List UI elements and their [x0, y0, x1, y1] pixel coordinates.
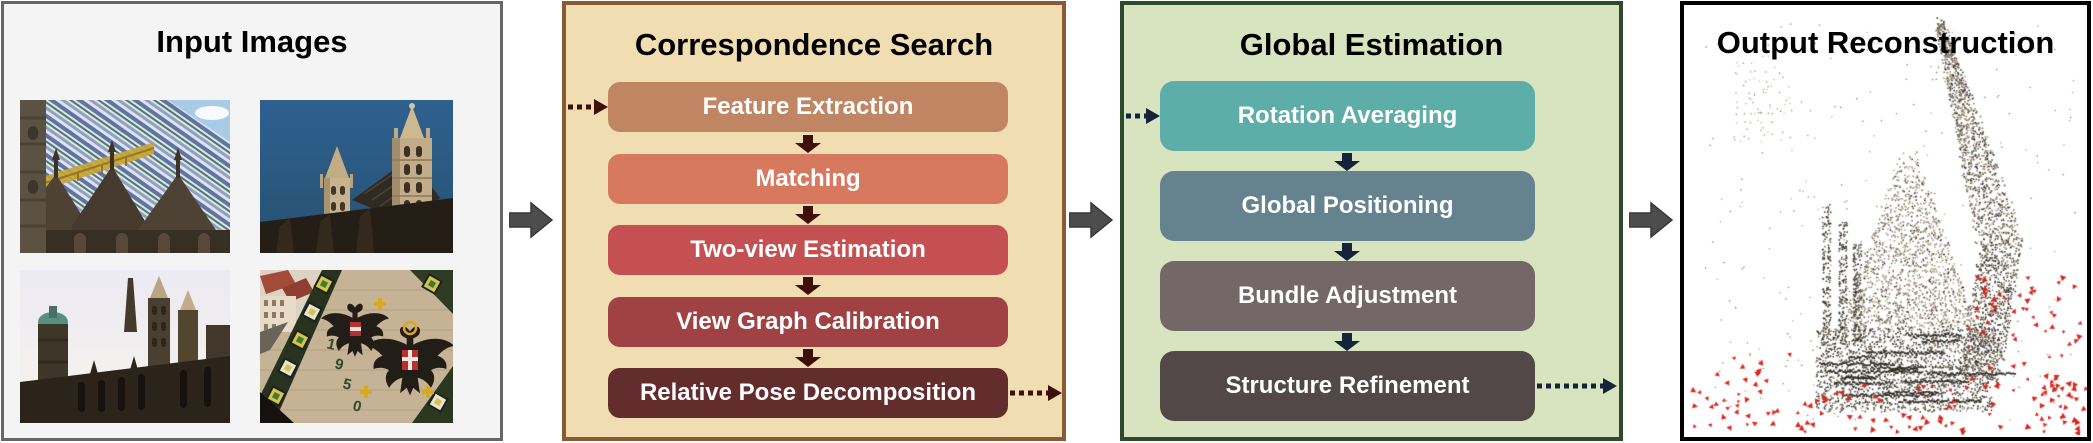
step-rotation-averaging: Rotation Averaging — [1160, 81, 1535, 151]
down-arrow-icon — [795, 135, 821, 153]
step-relative-pose-decomposition: Relative Pose Decomposition — [608, 368, 1008, 418]
step-two-view-estimation: Two-view Estimation — [608, 225, 1008, 275]
down-arrow-icon — [795, 277, 821, 295]
down-arrow-icon — [795, 206, 821, 224]
panel-correspondence-search: Correspondence Search Feature Extraction… — [562, 1, 1066, 441]
step-global-positioning: Global Positioning — [1160, 171, 1535, 241]
dotted-arrow-in-icon — [568, 99, 608, 115]
svg-text:5: 5 — [341, 375, 353, 394]
panel-title-correspondence: Correspondence Search — [634, 27, 994, 62]
step-view-graph-calibration: View Graph Calibration — [608, 297, 1008, 347]
panel-title-global: Global Estimation — [1239, 27, 1504, 62]
down-arrow-icon — [795, 349, 821, 367]
panel-title-input: Input Images — [156, 24, 348, 59]
step-bundle-adjustment: Bundle Adjustment — [1160, 261, 1535, 331]
input-photo-blue-sky-towers — [260, 100, 453, 253]
flow-arrow-icon — [1069, 201, 1113, 239]
step-feature-extraction: Feature Extraction — [608, 82, 1008, 132]
flow-arrow-icon — [1629, 201, 1673, 239]
step-structure-refinement: Structure Refinement — [1160, 351, 1535, 421]
panel-output-reconstruction: Output Reconstruction — [1680, 1, 2091, 441]
panel-global-estimation: Global Estimation Rotation Averaging Glo… — [1120, 1, 1623, 441]
svg-text:1: 1 — [325, 335, 337, 354]
svg-text:9: 9 — [333, 355, 345, 374]
dotted-arrow-out-icon — [1537, 378, 1617, 394]
down-arrow-icon — [1334, 333, 1360, 351]
input-photo-mosaic-eagles: 1 9 5 0 — [260, 270, 453, 423]
down-arrow-icon — [1334, 243, 1360, 261]
down-arrow-icon — [1334, 153, 1360, 171]
dotted-arrow-out-icon — [1010, 385, 1062, 401]
input-photo-cathedral-low-angle — [20, 270, 230, 423]
panel-input-images: Input Images — [1, 1, 503, 441]
panel-title-output: Output Reconstruction — [1716, 25, 2055, 60]
dotted-arrow-in-icon — [1126, 108, 1160, 124]
point-cloud-reconstruction — [1684, 11, 2087, 435]
step-matching: Matching — [608, 154, 1008, 204]
input-photo-roof-tiles — [20, 100, 230, 253]
flow-arrow-icon — [509, 201, 553, 239]
svg-text:0: 0 — [351, 397, 363, 416]
